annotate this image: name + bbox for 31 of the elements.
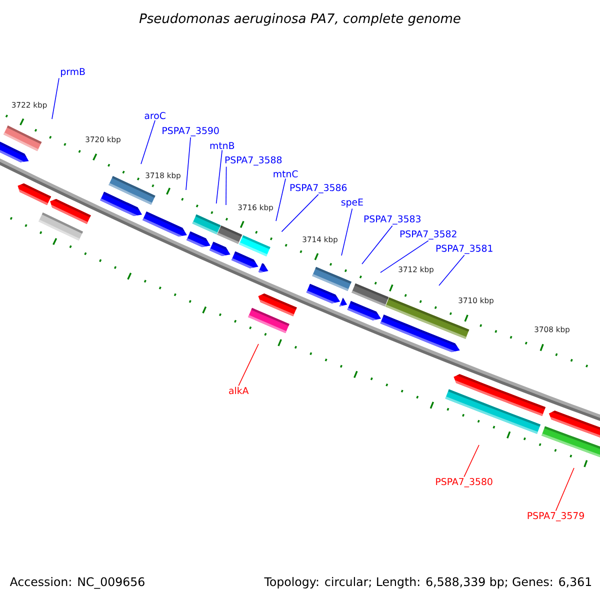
gene-label: speE: [341, 198, 363, 208]
gene-label: PSPA7_3583: [364, 215, 420, 225]
leader-line: [362, 225, 393, 264]
gene-label: mtnB: [210, 142, 234, 149]
gene-label: PSPA7_3581: [436, 244, 492, 254]
leader-line: [186, 137, 191, 190]
gene-label: PSPA7_3579: [528, 512, 584, 522]
footer-text: Accession: NC_009656: [10, 577, 144, 589]
leader-line: [380, 240, 429, 273]
leader-line: [226, 166, 227, 206]
gene-label: PSPA7_3586: [290, 184, 347, 194]
gene-label: alkA: [229, 386, 249, 394]
leader-line: [276, 178, 286, 222]
gene-label: PSPA7_3580: [436, 478, 492, 488]
leader-line: [438, 254, 465, 286]
gene-label: PSPA7_3582: [400, 230, 456, 240]
gene-label: prmB: [61, 68, 85, 77]
leader-line: [52, 78, 60, 120]
leader-line: [281, 194, 319, 232]
leader-line: [464, 444, 480, 478]
title: Pseudomonas aeruginosa PA7, complete genome: [139, 13, 460, 26]
leader-line: [555, 468, 574, 512]
leader-line: [216, 150, 223, 204]
leader-line: [238, 344, 259, 386]
leader-line: [140, 120, 156, 164]
gene-label: aroC: [144, 112, 166, 120]
footer-text: Topology: circular; Length: 6,588,339 bp; Genes: 6,361: [264, 577, 592, 588]
gene-label: PSPA7_3588: [225, 156, 282, 166]
gene-label: PSPA7_3590: [162, 127, 219, 136]
gene-label: mtnC: [274, 170, 298, 178]
leader-line: [341, 208, 353, 256]
